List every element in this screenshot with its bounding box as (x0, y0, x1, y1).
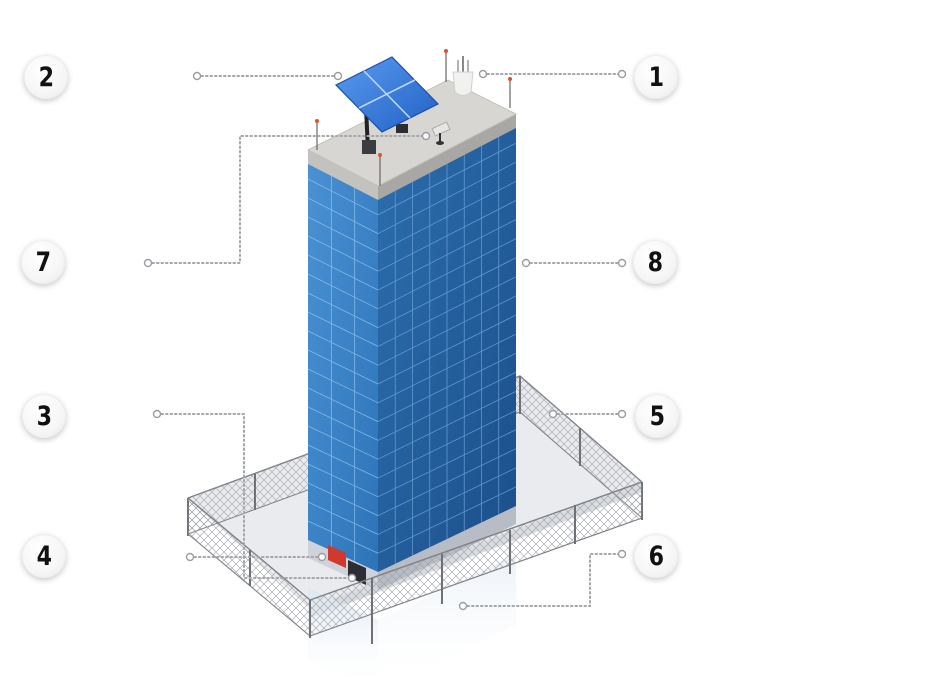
antenna-icon (315, 49, 512, 186)
callout-label: 8 (647, 246, 663, 278)
callout-label: 6 (648, 540, 664, 572)
fence-icon (187, 481, 643, 644)
callout-1[interactable]: 1 (634, 55, 678, 99)
callout-7[interactable]: 7 (21, 240, 65, 284)
callout-2[interactable]: 2 (24, 55, 68, 99)
callout-label: 7 (35, 246, 51, 278)
camera-icon (431, 121, 451, 145)
callout-8[interactable]: 8 (633, 240, 677, 284)
leader-endpoints (143, 69, 627, 611)
callout-label: 1 (648, 61, 664, 93)
roof-equipment (315, 49, 512, 186)
building (306, 79, 518, 590)
callout-label: 5 (649, 400, 665, 432)
callout-5[interactable]: 5 (635, 394, 679, 438)
leader-lines (147, 73, 623, 607)
callout-6[interactable]: 6 (634, 534, 678, 578)
callout-4[interactable]: 4 (22, 534, 66, 578)
callout-3[interactable]: 3 (22, 394, 66, 438)
callout-label: 2 (38, 61, 54, 93)
callout-label: 4 (36, 540, 52, 572)
callout-label: 3 (36, 400, 52, 432)
solar-panel-icon (334, 56, 440, 154)
